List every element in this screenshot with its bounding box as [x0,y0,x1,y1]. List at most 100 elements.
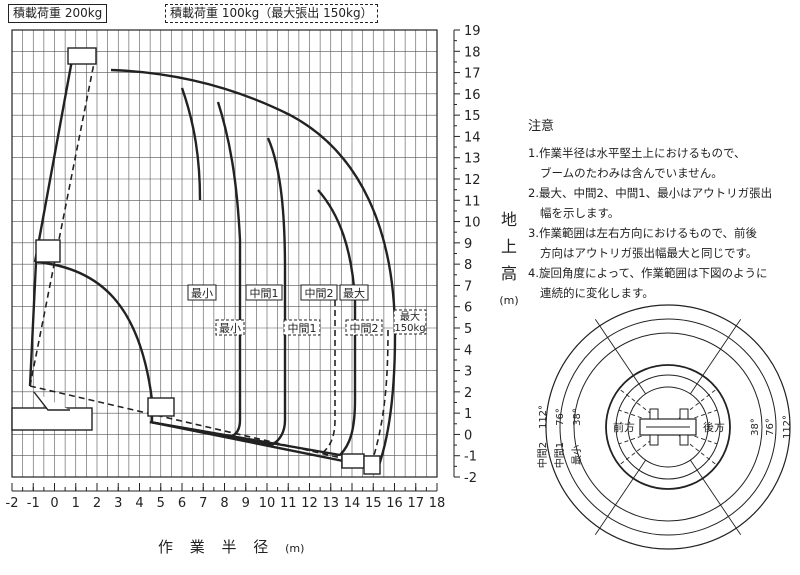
y-axis-title-char: 地 [500,210,517,229]
y-axis-title-char: 高 [500,264,517,283]
mid1-envelope-curve [266,137,287,447]
y-tick-label: 19 [464,24,481,39]
dashed-mid2-curve [317,300,336,457]
solid-envelope-label: 最大 [343,286,365,300]
note-line: 2.最大、中間2、中間1、最小はアウトリガ張出 [528,186,773,200]
base-line-min [149,420,231,439]
x-tick-label: 17 [407,496,424,511]
y-tick-label: 0 [464,428,472,443]
y-tick-label: 4 [464,343,472,358]
y-tick-label: 8 [464,258,472,273]
angle-ray [689,459,742,536]
x-tick-label: 18 [429,496,446,511]
right-arc-angle: 112° [782,415,793,439]
y-axis-title: 地 上 高 (m) [498,206,520,314]
solid-envelope-label: 中間1 [250,287,279,300]
front-label: 前方 [613,420,635,434]
right-arc-angle: 76° [765,418,776,436]
boom-side-line [33,59,74,263]
rotation-diagram: 前方後方中間2112°中間176°最小38°38°76°112° [536,304,793,550]
notes-panel: 注意 1.作業半径は水平堅土上におけるもので、 ブームのたわみは含んでいません。… [528,117,800,303]
mast-line [28,261,38,387]
y-tick-label: 5 [464,322,472,337]
dashed-envelope [29,57,389,463]
y-tick-label: 7 [464,279,472,294]
solid-envelope-label-box [339,284,369,301]
basket-low [147,397,175,417]
dashed-envelope-label-box [345,319,383,336]
y-tick-label: 18 [464,45,481,60]
y-axis-title-char: 上 [500,237,517,256]
dashed-envelope-label: 中間2 [350,322,379,335]
y-tick-label: 3 [464,365,472,380]
y-tick-label: 12 [464,173,481,188]
y-tick-label: -1 [464,450,477,465]
x-axis-unit: (m) [285,542,305,555]
rotation-range-circle [627,386,709,468]
vehicle-arm [33,391,70,411]
basket-right-a [341,453,365,469]
x-axis-title-text: 作 業 半 径 [158,538,275,556]
y-tick-label: 6 [464,301,472,316]
note-line: 連続的に変化します。 [540,286,654,300]
x-tick-label: -2 [6,496,19,511]
y-tick-label: 1 [464,407,472,422]
left-arc-angle: 112° [538,405,549,429]
y-tick-label: 16 [464,88,481,103]
vehicle-body [11,407,93,431]
y-tick-label: 17 [464,67,481,82]
max-envelope-curve [110,68,397,469]
y-tick-label: 2 [464,386,472,401]
y-tick-label: 14 [464,130,481,145]
y-tick-label: 13 [464,152,481,167]
dashed-envelope-label-box [283,319,321,336]
x-tick-label: 5 [157,496,165,511]
x-tick-label: 10 [259,496,276,511]
angle-ray [594,459,647,536]
x-tick-label: 0 [50,496,58,511]
min-envelope-curve [216,101,242,439]
x-tick-label: 15 [365,496,382,511]
x-tick-label: 9 [242,496,250,511]
x-tick-label: 3 [114,496,122,511]
dashed-envelope-label-box [215,319,245,336]
y-tick-label: 10 [464,216,481,231]
x-tick-label: 4 [135,496,143,511]
y-tick-label: -2 [464,471,477,486]
basket-side [35,239,61,263]
note-item: 3.作業範囲は左右方向におけるもので、前後 方向はアウトリガ張出幅最大と同じです… [528,223,800,263]
x-tick-label: 6 [178,496,186,511]
outrigger-pad [679,434,689,446]
y-axis-unit: (m) [499,294,519,307]
dashed-envelope-label: 中間1 [288,322,317,335]
left-arc-angle: 76° [555,408,566,426]
x-tick-label: 13 [322,496,339,511]
dashed-envelope-label: 最小 [219,322,241,335]
x-tick-label: 12 [301,496,318,511]
right-arc-angle: 38° [750,418,761,436]
note-item: 2.最大、中間2、中間1、最小はアウトリガ張出 幅を示します。 [528,183,800,223]
x-tick-label: 8 [220,496,228,511]
legend-solid: 積載荷重 200kg [8,4,108,23]
outrigger-pad [679,408,689,420]
rear-label: 後方 [703,420,725,434]
rotation-range-circle [545,304,791,550]
solid-envelope-label: 最小 [191,287,213,300]
dashed-base-line [29,385,351,461]
rotation-range-circle [615,374,721,480]
note-item: 4.旋回角度によって、作業範囲は下図のように 連続的に変化します。 [528,263,800,303]
left-arc-name: 最小 [571,445,583,465]
solid-envelope-label-box [187,284,217,301]
solid-envelope-label-box [300,284,338,301]
x-tick-label: 1 [72,496,80,511]
note-line: 4.旋回角度によって、作業範囲は下図のように [528,266,768,280]
basket-right-b [363,455,381,475]
left-arc-name: 中間1 [553,442,566,468]
x-tick-label: 16 [386,496,403,511]
legend-dashed: 積載荷重 100kg（最大張出 150kg） [165,4,378,23]
solid-envelope-label: 中間2 [305,287,334,300]
left-arc-name: 中間2 [536,442,549,468]
